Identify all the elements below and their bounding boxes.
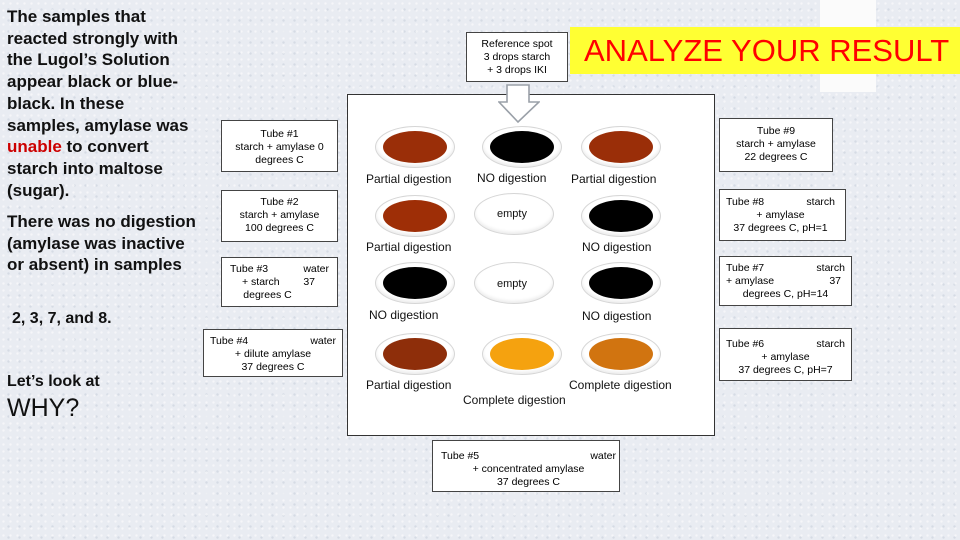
well-label-tube-7: NO digestion [582,309,652,323]
explanation-samples: 2, 3, 7, and 8. [12,310,112,327]
reference-spot-box: Reference spot 3 drops starch + 3 drops … [466,32,568,82]
tube-7-line-1b: starch [816,262,845,274]
page-title: ANALYZE YOUR RESULT [570,27,960,74]
well-spot [383,338,447,370]
para1-text-end: to convert starch into maltose (sugar). [7,137,163,200]
tube-5-line-1b: water [590,450,616,462]
tube-1-box: Tube #1 starch + amylase 0 degrees C [221,120,338,172]
well-tube-5 [482,333,562,375]
well-spot [589,131,653,163]
explanation-paragraph-2: There was no digestion (amylase was inac… [7,212,196,275]
well-label-tube-8: NO digestion [582,240,652,254]
tube-3-line-1a: Tube #3 [230,263,269,275]
tube-3-line-3: degrees C [243,289,292,301]
arrow-down-icon [498,84,540,124]
tube-7-line-3: degrees C, pH=14 [742,288,829,300]
well-label-tube-3: NO digestion [369,308,439,322]
well-label-tube-6: Complete digestion [569,378,672,392]
well-empty-1 [474,193,554,235]
well-spot [490,338,554,370]
tube-4-line-1a: Tube #4 [210,335,249,347]
tube-6-line-3: 37 degrees C, pH=7 [738,364,833,376]
tube-5-line-1a: Tube #5 [441,450,480,462]
reference-line-1: Reference spot [481,38,553,50]
tube-7-line-1a: Tube #7 [726,262,765,274]
reference-line-2: 3 drops starch [483,51,551,63]
well-tube-7 [581,262,661,304]
lets-look-text: Let’s look at [7,373,100,390]
tube-9-line-1: Tube #9 [756,125,796,137]
well-label-tube-2: Partial digestion [366,240,452,254]
tube-3-line-2a: + starch [242,276,280,288]
tube-2-box: Tube #2 starch + amylase 100 degrees C [221,190,338,242]
well-spot [383,267,447,299]
tube-5-box: Tube #5 water + concentrated amylase 37 d… [432,440,620,492]
well-tube-1 [375,126,455,168]
well-tube-8 [581,195,661,237]
tube-8-line-3: 37 degrees C, pH=1 [733,222,828,234]
well-empty-2 [474,262,554,304]
tube-4-line-1b: water [310,335,336,347]
tube-1-line-3: degrees C [255,154,304,166]
well-reference [482,126,562,168]
tube-3-box: Tube #3 water + starch 37 degrees C [221,257,338,307]
well-tube-4 [375,333,455,375]
para1-text: The samples that reacted strongly with t… [7,7,189,135]
tube-7-line-2a: + amylase [726,275,775,287]
well-tube-9 [581,126,661,168]
tube-7-box: Tube #7 starch + amylase 37 degrees C, pH=… [719,256,852,306]
tube-9-line-2: starch + amylase [736,138,816,150]
tube-4-line-3: 37 degrees C [241,361,305,373]
tube-3-line-1b: water [303,263,329,275]
well-spot [383,200,447,232]
tube-2-line-3: 100 degrees C [245,222,314,234]
well-label-reference: NO digestion [477,171,547,185]
well-label-tube-4: Partial digestion [366,378,452,392]
tube-7-line-2b: 37 [829,275,841,287]
well-spot [589,338,653,370]
tube-8-line-1b: starch [806,196,835,208]
tube-8-line-1a: Tube #8 [726,196,765,208]
well-label-tube-5: Complete digestion [463,393,566,407]
explanation-paragraph-1: The samples that reacted strongly with t… [7,6,197,201]
why-heading: WHY? [7,394,80,422]
well-label-tube-9: Partial digestion [571,172,657,186]
well-spot [383,131,447,163]
well-tube-3 [375,262,455,304]
reference-line-3: + 3 drops IKI [487,64,547,76]
well-spot [589,200,653,232]
tube-6-box: Tube #6 starch + amylase 37 degrees C, pH… [719,328,852,381]
tube-9-box: Tube #9 starch + amylase 22 degrees C [719,118,833,172]
tube-6-line-1a: Tube #6 [726,338,765,350]
well-spot [490,131,554,163]
tube-5-line-2: + concentrated amylase [472,463,585,475]
tube-1-line-2: starch + amylase 0 [235,141,324,153]
tube-6-line-2: + amylase [761,351,810,363]
tube-1-line-1: Tube #1 [260,128,299,140]
well-label-empty-1: empty [497,208,527,220]
tube-5-line-3: 37 degrees C [496,476,561,488]
tube-4-box: Tube #4 water + dilute amylase 37 degrees… [203,329,343,377]
well-tube-6 [581,333,661,375]
well-label-tube-1: Partial digestion [366,172,452,186]
para1-highlight: unable [7,137,62,157]
tube-3-line-2b: 37 [303,276,315,288]
tube-9-line-3: 22 degrees C [744,151,808,163]
well-spot [589,267,653,299]
tube-4-line-2: + dilute amylase [234,348,312,360]
tube-2-line-2: starch + amylase [239,209,320,221]
tube-6-line-1b: starch [816,338,845,350]
tube-2-line-1: Tube #2 [260,196,299,208]
well-tube-2 [375,195,455,237]
well-label-empty-2: empty [497,278,527,290]
tube-8-box: Tube #8 starch + amylase 37 degrees C, pH… [719,189,846,241]
tube-8-line-2: + amylase [756,209,805,221]
